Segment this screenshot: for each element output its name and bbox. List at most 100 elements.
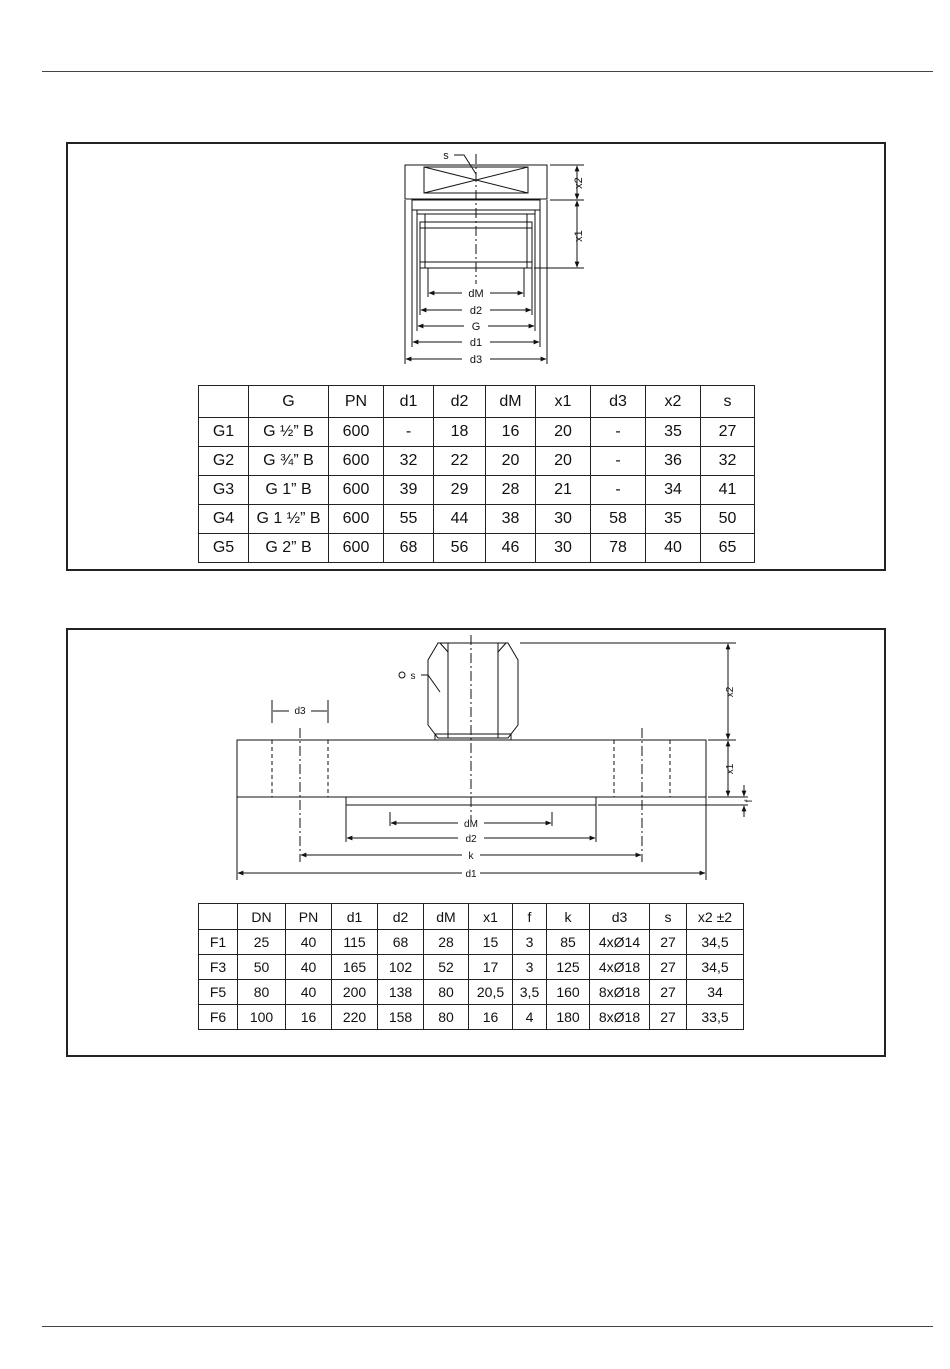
table-cell: 22 <box>433 446 486 476</box>
table-cell: 27 <box>649 1004 687 1030</box>
table-cell: 28 <box>423 929 469 955</box>
label-d1: d1 <box>465 869 477 880</box>
column-header: DN <box>237 903 286 930</box>
column-header: d2 <box>377 903 424 930</box>
table-cell: 68 <box>383 533 434 563</box>
table-cell: 46 <box>485 533 536 563</box>
table-cell: 8xØ18 <box>589 979 650 1005</box>
column-header: s <box>649 903 687 930</box>
column-header <box>198 385 249 418</box>
table-cell: 20 <box>485 446 536 476</box>
table-cell: 600 <box>328 475 384 505</box>
table-cell: 115 <box>331 929 378 955</box>
table-cell: 34 <box>686 979 744 1005</box>
table-cell: 38 <box>485 504 536 534</box>
table-cell: G1 <box>198 417 249 447</box>
table-cell: 15 <box>468 929 513 955</box>
table-cell: 39 <box>383 475 434 505</box>
table-cell: 138 <box>377 979 424 1005</box>
table-cell: 16 <box>485 417 536 447</box>
table-header-row: DN PN d1 d2 dM x1 f k d3 s x2 ±2 <box>198 903 744 930</box>
flange-connection-panel: s d3 dM d2 k d1 x2 x1 f DN PN d1 d2 dM x <box>66 628 886 1057</box>
column-header: k <box>546 903 590 930</box>
label-x1: x1 <box>725 763 736 774</box>
table-cell: 600 <box>328 417 384 447</box>
table-cell: 44 <box>433 504 486 534</box>
table-cell: 80 <box>423 1004 469 1030</box>
table-cell: 34,5 <box>686 929 744 955</box>
table-cell: 165 <box>331 954 378 980</box>
table-cell: 32 <box>700 446 755 476</box>
table-cell: 18 <box>433 417 486 447</box>
column-header: x1 <box>535 385 591 418</box>
column-header: d2 <box>433 385 486 418</box>
table-cell: F1 <box>198 929 238 955</box>
table-cell: 20,5 <box>468 979 513 1005</box>
table-row: F5 80 40 200 138 80 20,5 3,5 160 8xØ18 2… <box>198 979 744 1005</box>
table-cell: 27 <box>649 954 687 980</box>
flange-connection-drawing: s d3 dM d2 k d1 x2 x1 f <box>236 635 755 880</box>
table-cell: 40 <box>285 954 332 980</box>
table-cell: 4xØ14 <box>589 929 650 955</box>
table-cell: 20 <box>535 446 591 476</box>
table-cell: 600 <box>328 446 384 476</box>
table-cell: G3 <box>198 475 249 505</box>
table-cell: 50 <box>237 954 286 980</box>
table-row: G2 G ¾” B 600 32 22 20 20 - 36 32 <box>198 446 755 476</box>
table-cell: G2 <box>198 446 249 476</box>
table-cell: G 2” B <box>248 533 329 563</box>
table-cell: F6 <box>198 1004 238 1030</box>
column-header: d3 <box>590 385 646 418</box>
table-cell: 29 <box>433 475 486 505</box>
table-cell: F5 <box>198 979 238 1005</box>
column-header: x1 <box>468 903 513 930</box>
column-header: dM <box>423 903 469 930</box>
table-cell: 36 <box>645 446 701 476</box>
label-x1: x1 <box>573 230 585 242</box>
table-cell: 32 <box>383 446 434 476</box>
table-cell: 27 <box>700 417 755 447</box>
table-cell: 21 <box>535 475 591 505</box>
table-cell: 65 <box>700 533 755 563</box>
label-x2: x2 <box>725 686 736 697</box>
label-k: k <box>469 851 475 862</box>
table-cell: 34,5 <box>686 954 744 980</box>
table-cell: 600 <box>328 533 384 563</box>
table-cell: 35 <box>645 417 701 447</box>
table-cell: F3 <box>198 954 238 980</box>
table-cell: 125 <box>546 954 590 980</box>
table-cell: - <box>590 475 646 505</box>
table-cell: 100 <box>237 1004 286 1030</box>
table-cell: 30 <box>535 504 591 534</box>
table-cell: 52 <box>423 954 469 980</box>
table-row: G5 G 2” B 600 68 56 46 30 78 40 65 <box>198 533 755 563</box>
label-d1: d1 <box>470 337 482 349</box>
table-cell: G 1 ½” B <box>248 504 329 534</box>
table-cell: 3 <box>512 954 547 980</box>
label-d2: d2 <box>465 834 477 845</box>
flange-dimensions-table: DN PN d1 d2 dM x1 f k d3 s x2 ±2 F1 25 4… <box>198 903 744 1030</box>
table-cell: 33,5 <box>686 1004 744 1030</box>
table-cell: G5 <box>198 533 249 563</box>
table-cell: 158 <box>377 1004 424 1030</box>
table-cell: 28 <box>485 475 536 505</box>
table-cell: 27 <box>649 979 687 1005</box>
column-header: x2 <box>645 385 701 418</box>
column-header: d1 <box>331 903 378 930</box>
table-cell: G4 <box>198 504 249 534</box>
table-cell: 102 <box>377 954 424 980</box>
table-cell: G 1” B <box>248 475 329 505</box>
table-cell: 600 <box>328 504 384 534</box>
label-d2: d2 <box>470 305 482 317</box>
label-d3: d3 <box>470 354 482 366</box>
column-header: d3 <box>589 903 650 930</box>
table-header-row: G PN d1 d2 dM x1 d3 x2 s <box>198 385 755 418</box>
table-cell: - <box>383 417 434 447</box>
table-cell: 30 <box>535 533 591 563</box>
column-header <box>198 903 238 930</box>
column-header: PN <box>328 385 384 418</box>
table-cell: 56 <box>433 533 486 563</box>
table-cell: 41 <box>700 475 755 505</box>
table-cell: 40 <box>645 533 701 563</box>
table-cell: G ¾” B <box>248 446 329 476</box>
